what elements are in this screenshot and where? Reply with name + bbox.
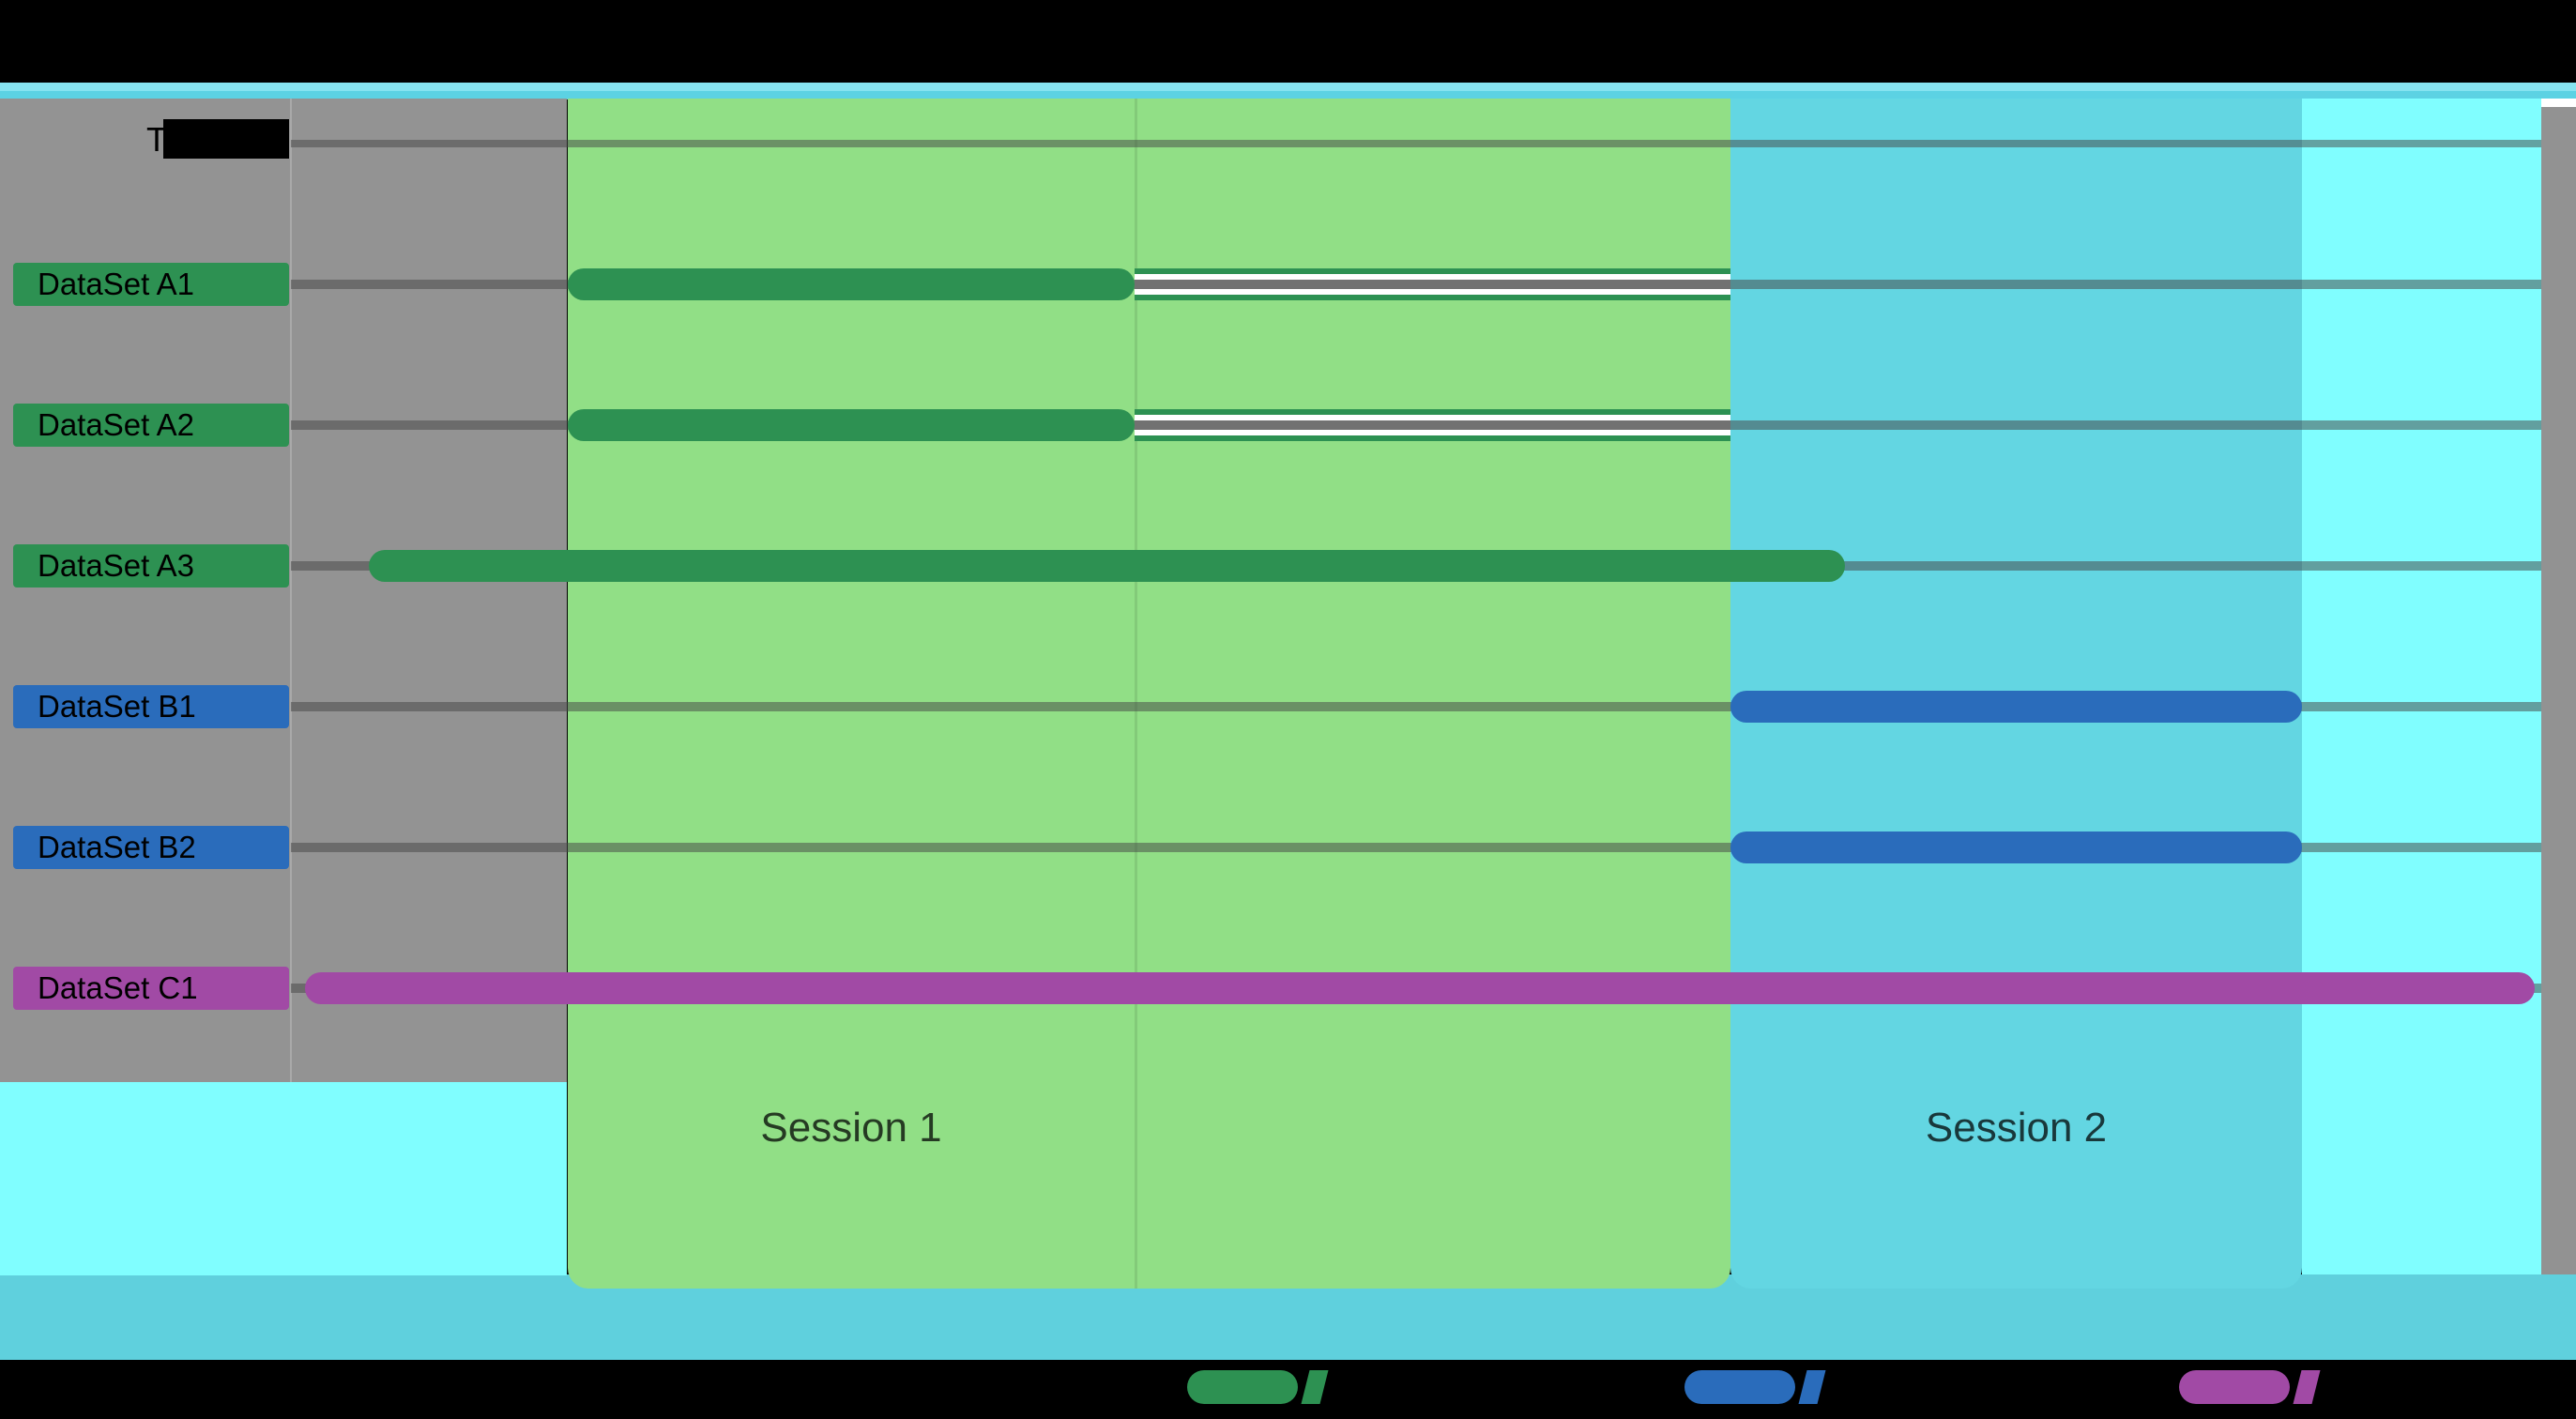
legend-swatch-tail-icon [1301, 1370, 1329, 1404]
task-bar-dataset-a1[interactable] [568, 268, 1135, 300]
session-1-divider-line [1135, 99, 1137, 1289]
row-track-line [1135, 280, 1730, 289]
task-bar-dataset-b2[interactable] [1730, 832, 2302, 863]
task-bar-dataset-b1[interactable] [1730, 691, 2302, 723]
row-label-dataset-a1: DataSet A1 [13, 263, 289, 306]
legend [0, 1360, 2576, 1419]
left-gray-panel [0, 99, 567, 1082]
task-bar-dataset-c1[interactable] [305, 972, 2535, 1004]
row-label-dataset-b2: DataSet B2 [13, 826, 289, 869]
row-label-dataset-b1: DataSet B1 [13, 685, 289, 728]
post-session-region [2302, 99, 2541, 1274]
legend-swatch-icon [1187, 1370, 1298, 1404]
tasks-header-black-cover [163, 119, 289, 159]
row-label-dataset-a2: DataSet A2 [13, 404, 289, 447]
top-accent-strip-light [0, 83, 2576, 91]
right-gray-strip [2541, 107, 2576, 1274]
top-accent-strip [0, 91, 2576, 99]
row-track-line [291, 702, 2576, 711]
row-label-dataset-c1: DataSet C1 [13, 967, 289, 1010]
task-bar-dataset-a2[interactable] [568, 409, 1135, 441]
right-gray-strip-cap [2541, 99, 2576, 107]
session-2-label: Session 2 [1925, 1105, 2108, 1151]
pre-session-footer-region [0, 1082, 567, 1275]
legend-swatch-tail-icon [1798, 1370, 1826, 1404]
row-label-dataset-a3: DataSet A3 [13, 544, 289, 587]
row-track-line [1135, 420, 1730, 430]
title-bar [0, 0, 2576, 83]
session-1-label: Session 1 [760, 1105, 942, 1151]
legend-swatch-icon [2179, 1370, 2290, 1404]
row-track-line [291, 843, 2576, 852]
legend-swatch-icon [1684, 1370, 1795, 1404]
task-bar-dataset-a3[interactable] [369, 550, 1845, 582]
bottom-cyan-band [0, 1274, 2576, 1360]
label-column-separator [290, 99, 292, 1082]
header-gridline [291, 140, 2576, 147]
legend-swatch-tail-icon [2293, 1370, 2321, 1404]
